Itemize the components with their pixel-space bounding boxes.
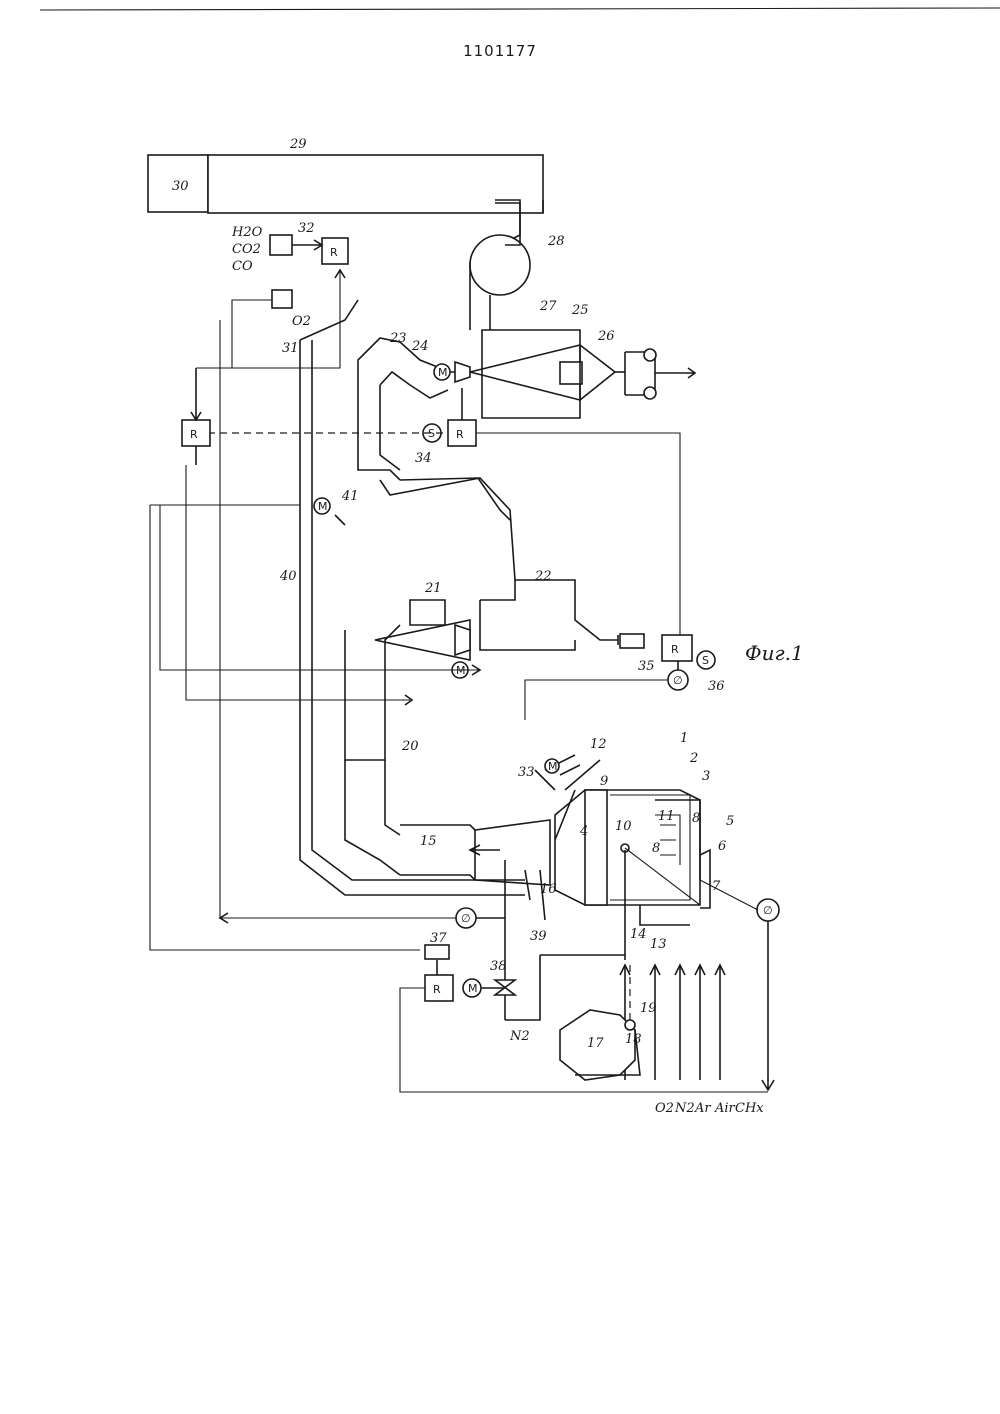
line-sensor-out [762,921,774,1090]
gas-o2-analyzer: O2 [292,314,311,329]
label-26: 26 [597,329,615,344]
label-38: 38 [490,959,507,974]
label-7: 7 [712,879,721,894]
label-34: 34 [415,451,432,466]
label-28: 28 [547,234,565,249]
label-8a: 8 [692,811,700,826]
label-3: 3 [702,769,710,784]
label-21: 21 [424,581,442,596]
line-35-furnace [525,680,668,720]
gas-h2o: H2O [231,225,263,240]
duct-20 [345,625,400,760]
filter-26-hopper [580,345,615,400]
label-12: 12 [590,737,607,752]
label-22: 22 [534,569,552,584]
label-31: 31 [282,341,299,356]
label-30: 30 [172,179,189,194]
gas-input-ar: Ar [694,1101,711,1116]
gas-co2: CO2 [232,242,261,257]
motor-24-symbol: M [438,366,448,379]
label-10: 10 [615,819,632,834]
label-15: 15 [420,834,437,849]
duct-to-22 [380,478,515,580]
regulator-32-symbol: R [330,246,338,259]
casing-5 [700,850,710,908]
fan-28 [470,235,530,295]
label-40: 40 [279,569,297,584]
label-14: 14 [630,927,647,942]
label-19: 19 [640,1001,657,1016]
label-2: 2 [689,751,698,766]
motor-38-symbol: M [468,982,478,995]
chimney-29 [208,155,543,213]
label-6: 6 [718,839,726,854]
valve-18 [625,1020,635,1030]
label-33: 33 [518,765,535,780]
gas-n2-valve: N2 [509,1029,530,1044]
motor-41-symbol: M [318,500,328,513]
label-23: 23 [389,331,407,346]
label-24: 24 [411,339,429,354]
label-9: 9 [600,774,608,789]
analyzer-35 [620,634,644,648]
gas-input-chx: CHx [735,1101,764,1116]
figure-caption: Фиг.1 [745,641,804,665]
filter-26-element [560,362,582,384]
gas-input-air: Air [714,1101,736,1116]
venturi-24 [455,362,470,382]
signal-line-36 [476,433,680,640]
cyclone-22 [515,580,618,640]
sensor-35-symbol: ∅ [673,674,683,687]
label-13: 13 [650,937,667,952]
label-39: 39 [530,929,547,944]
sensor-7-symbol: ∅ [763,904,773,917]
label-17: 17 [587,1036,604,1051]
setpoint-36-symbol: S [702,654,709,667]
dust-discharge-arrow [655,368,695,378]
label-37: 37 [430,931,447,946]
analyzer-37 [425,945,449,959]
line-13 [640,905,690,925]
nitrogen-line [505,955,540,1020]
gas-input-o2: O2 [655,1101,674,1116]
analyzer-31 [272,290,292,308]
regulator-34-symbol: R [456,428,464,441]
label-1: 1 [680,731,688,746]
label-18: 18 [625,1032,642,1047]
label-27: 27 [539,299,557,314]
furnace-9-lid [585,790,607,905]
label-36: 36 [708,679,725,694]
regulator-37-symbol: R [433,983,441,996]
unit-21-box [410,600,445,625]
analyzer-32 [270,235,292,255]
label-4: 4 [579,824,588,839]
motor-12-symbol: M [548,760,558,773]
label-8b: 8 [652,841,660,856]
label-20: 20 [401,739,419,754]
label-5: 5 [726,814,734,829]
gas-input-n2: N2 [674,1101,695,1116]
label-32: 32 [298,221,315,236]
label-29: 29 [289,137,307,152]
page-top-rule [40,8,1000,10]
label-25: 25 [571,303,589,318]
regulator-36-symbol: R [671,643,679,656]
label-41: 41 [341,489,359,504]
gas-co: CO [232,259,253,274]
label-35: 35 [638,659,655,674]
label-11: 11 [658,809,675,824]
sensor-39-symbol: ∅ [461,912,471,925]
label-16: 16 [540,882,557,897]
regulator-31-symbol: R [190,428,198,441]
